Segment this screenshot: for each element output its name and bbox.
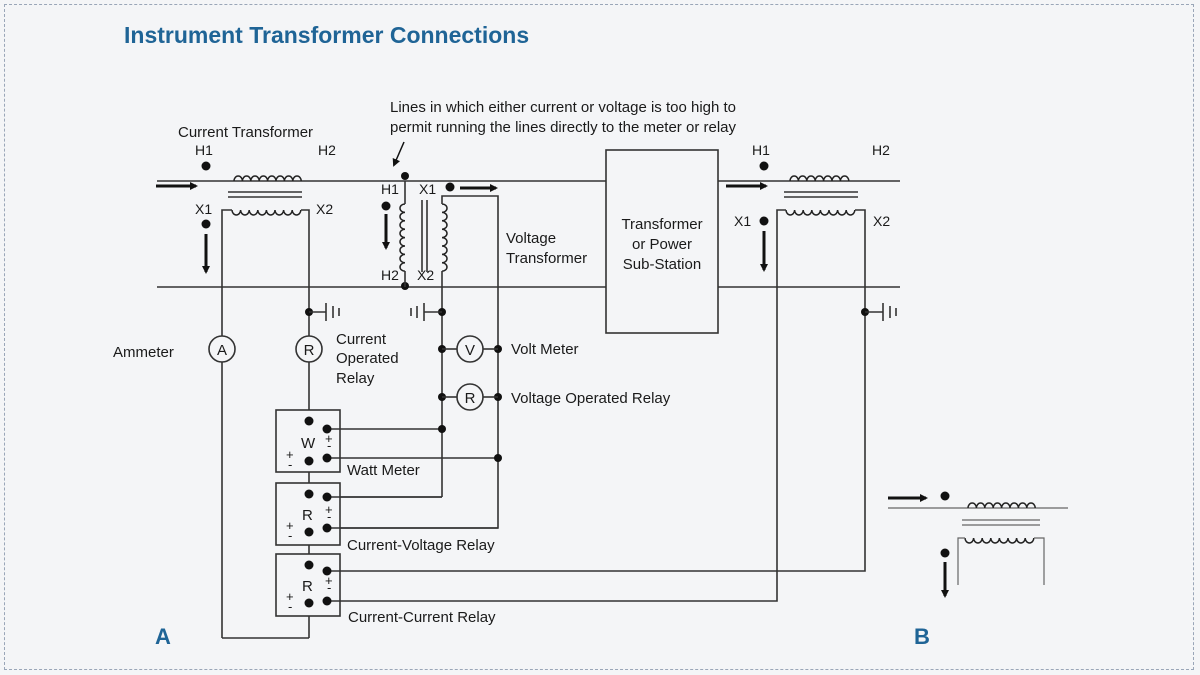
h1-label: H1: [752, 142, 770, 158]
polarity-sign: -: [288, 599, 292, 614]
polarity-sign: -: [327, 580, 331, 595]
ammeter-symbol-letter: A: [217, 342, 227, 359]
current-relay-label: Operated: [336, 350, 399, 367]
substation-label: Transformer: [621, 216, 702, 233]
terminal-dot: [322, 453, 332, 463]
terminal-dot: [304, 489, 314, 499]
h2-label: H2: [872, 142, 890, 158]
slide-frame: [4, 4, 1194, 670]
ct-secondary-lead: [301, 209, 310, 337]
substation-box: [605, 149, 719, 334]
polarity-sign: +: [286, 589, 294, 604]
polarity-dot: [381, 201, 391, 211]
note-pointer-arrow: [392, 141, 405, 167]
junction-dot: [438, 425, 446, 433]
terminal-dot: [322, 566, 332, 576]
substation-label: Sub-Station: [623, 256, 701, 273]
vt-primary-coil: [399, 203, 406, 272]
note-text: Lines in which either current or voltage…: [390, 99, 736, 116]
second-ct-lead: [327, 312, 866, 572]
panel-b-lead: [1034, 537, 1045, 585]
relay-symbol-letter: R: [302, 507, 313, 524]
x1-label: X1: [419, 181, 436, 197]
polarity-dot: [201, 161, 211, 171]
x2-label: X2: [417, 267, 434, 283]
x1-label: X1: [734, 213, 751, 229]
volt-meter-symbol: [456, 335, 484, 363]
polarity-dot: [759, 216, 769, 226]
current-relay-label: Relay: [336, 370, 375, 387]
ammeter-label: Ammeter: [113, 344, 174, 361]
polarity-dot: [759, 161, 769, 171]
polarity-dot: [201, 219, 211, 229]
h2-label: H2: [381, 267, 399, 283]
relay-symbol-letter: R: [465, 390, 476, 407]
vt-secondary-coil: [441, 203, 448, 272]
secondary-coil: [785, 209, 856, 216]
x2-label: X2: [316, 201, 333, 217]
polarity-dot: [940, 491, 950, 501]
panel-b-lead: [957, 537, 965, 585]
terminal-dot: [322, 424, 332, 434]
relay-symbol-letter: R: [302, 578, 313, 595]
current-current-relay-label: Current-Current Relay: [348, 609, 496, 626]
polarity-sign: -: [288, 457, 292, 472]
terminal-dot: [304, 527, 314, 537]
terminal-dot: [304, 416, 314, 426]
note-text: permit running the lines directly to the…: [390, 119, 736, 136]
h1-label: H1: [195, 142, 213, 158]
polarity-sign: +: [325, 573, 333, 588]
junction-dot: [494, 454, 502, 462]
terminal-dot: [304, 456, 314, 466]
x2-label: X2: [873, 213, 890, 229]
polarity-sign: -: [327, 509, 331, 524]
current-transformer-label: Current Transformer: [178, 124, 313, 141]
junction-dot: [401, 172, 409, 180]
primary-coil: [233, 175, 302, 182]
watt-meter-label: Watt Meter: [347, 462, 420, 479]
ct-secondary-lead: [776, 209, 786, 287]
polarity-sign: -: [327, 438, 331, 453]
panel-a-label: A: [155, 624, 171, 649]
terminal-dot: [304, 598, 314, 608]
voltage-transformer-label: Voltage: [506, 230, 556, 247]
h1-label: H1: [381, 181, 399, 197]
polarity-sign: +: [286, 447, 294, 462]
voltage-transformer-label: Transformer: [506, 250, 587, 267]
primary-coil: [967, 502, 1036, 509]
second-ct-lead: [327, 287, 778, 602]
ct-secondary-lead: [855, 209, 866, 312]
voltage-relay-label: Voltage Operated Relay: [511, 390, 671, 407]
polarity-sign: +: [286, 518, 294, 533]
page-title: Instrument Transformer Connections: [124, 22, 530, 48]
panel-b-label: B: [914, 624, 930, 649]
current-relay-label: Current: [336, 331, 387, 348]
watt-symbol-letter: W: [301, 435, 316, 452]
x1-label: X1: [195, 201, 212, 217]
polarity-sign: -: [288, 528, 292, 543]
relay-symbol-letter: R: [304, 342, 315, 359]
terminal-dot: [322, 596, 332, 606]
volt-meter-label: Volt Meter: [511, 341, 579, 358]
voltage-relay-symbol: [456, 383, 484, 411]
polarity-sign: +: [325, 431, 333, 446]
secondary-coil: [231, 209, 302, 216]
primary-coil: [789, 175, 850, 182]
ct-secondary-lead: [221, 209, 232, 337]
terminal-dot: [322, 523, 332, 533]
polarity-sign: +: [325, 502, 333, 517]
secondary-coil: [964, 537, 1035, 544]
h2-label: H2: [318, 142, 336, 158]
volt-symbol-letter: V: [465, 342, 475, 359]
current-voltage-relay-label: Current-Voltage Relay: [347, 537, 495, 554]
substation-label: or Power: [632, 236, 692, 253]
terminal-dot: [304, 560, 314, 570]
terminal-dot: [322, 492, 332, 502]
polarity-dot: [940, 548, 950, 558]
polarity-dot: [445, 182, 455, 192]
